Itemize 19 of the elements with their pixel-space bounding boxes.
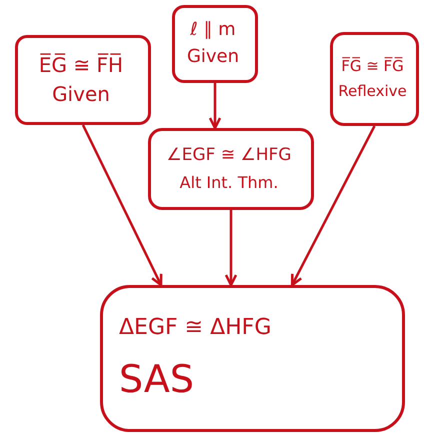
statement-box bbox=[172, 5, 258, 83]
reason-text: Given bbox=[186, 47, 240, 68]
reason-text: Reflexive bbox=[338, 83, 407, 100]
statement-box bbox=[15, 35, 151, 125]
arrow bbox=[290, 125, 376, 286]
statement-box bbox=[100, 285, 405, 432]
statement-text: ∠EGF ≅ ∠HFG bbox=[166, 146, 292, 166]
reason-text: Given bbox=[52, 83, 110, 106]
statement-text: ΔEGF ≅ ΔHFG bbox=[119, 315, 272, 340]
reason-text: Alt Int. Thm. bbox=[180, 174, 278, 192]
statement-box bbox=[148, 128, 314, 210]
arrow bbox=[82, 124, 162, 286]
reason-text: SAS bbox=[119, 358, 194, 402]
arrow bbox=[208, 83, 222, 130]
statement-text: ℓ ∥ m bbox=[190, 20, 236, 41]
statement-text: E̅G̅ ≅ F̅H̅ bbox=[38, 54, 124, 77]
statement-box bbox=[330, 32, 419, 126]
arrow bbox=[224, 210, 238, 286]
statement-text: F̅G̅ ≅ F̅G̅ bbox=[341, 58, 404, 75]
